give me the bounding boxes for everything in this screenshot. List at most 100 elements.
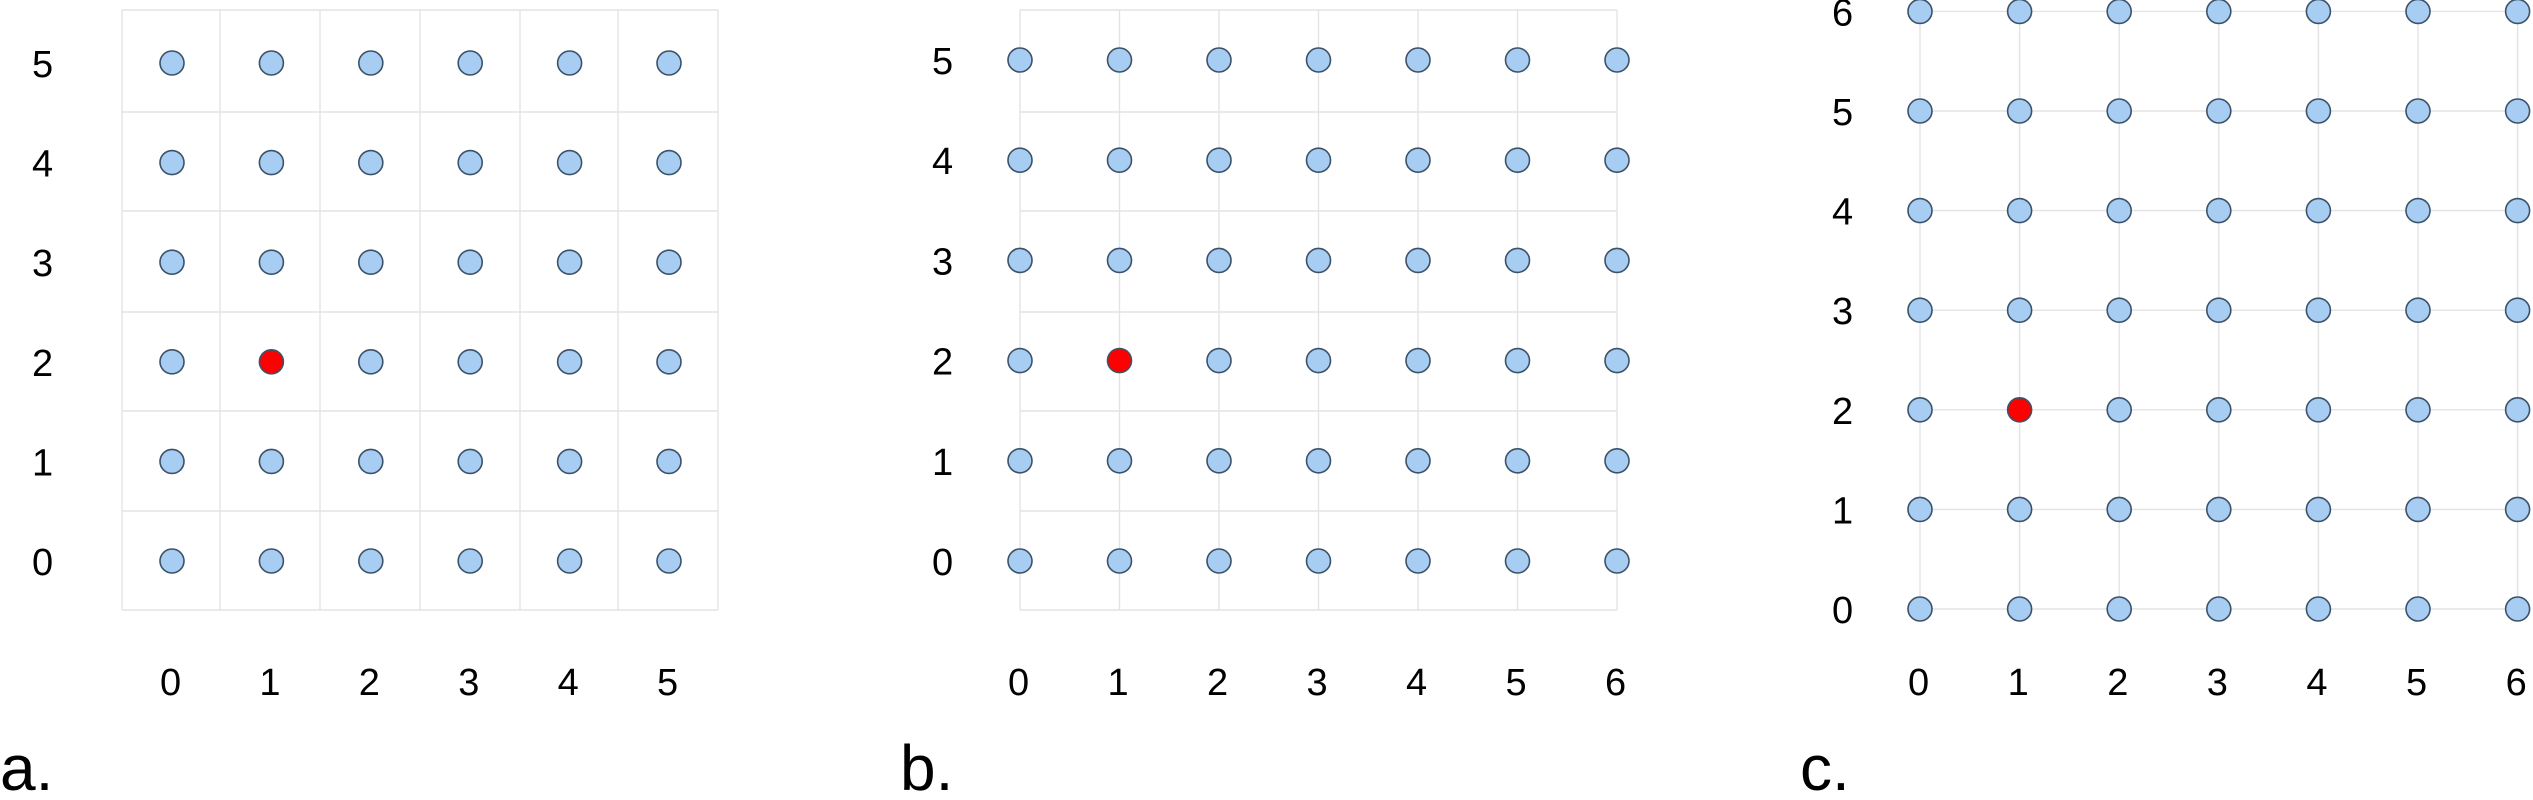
lattice-node (1007, 347, 1033, 374)
lattice-node (2106, 396, 2132, 423)
lattice-node (2405, 596, 2431, 622)
lattice-node (2106, 197, 2132, 224)
lattice-node (2006, 297, 2033, 324)
lattice-node (457, 149, 484, 176)
y-tick-label: 5 (932, 41, 953, 83)
lattice-node (357, 50, 384, 76)
lattice-node (357, 448, 384, 475)
lattice-node (656, 50, 682, 76)
highlighted-node (258, 348, 285, 375)
lattice-node (1504, 447, 1531, 474)
lattice-node (1405, 147, 1431, 173)
lattice-node (1007, 447, 1033, 474)
lattice-node (2305, 98, 2332, 124)
lattice-node (1305, 147, 1332, 173)
lattice-node (1907, 396, 1933, 423)
x-tick-label: 0 (1008, 662, 1029, 704)
lattice-node (1305, 347, 1332, 374)
lattice-node (656, 249, 682, 276)
lattice-node (2006, 496, 2033, 523)
lattice-node (1907, 496, 1933, 523)
lattice-node (1007, 247, 1033, 274)
lattice-node (2006, 0, 2033, 25)
lattice-node (159, 149, 185, 176)
lattice-node (258, 50, 285, 76)
lattice-node (1007, 548, 1033, 574)
y-tick-label: 6 (1832, 0, 1853, 34)
x-tick-label: 2 (359, 662, 380, 704)
lattice-node (2006, 197, 2033, 224)
lattice-node (1907, 0, 1933, 25)
lattice-node (2006, 596, 2033, 622)
lattice-node (2006, 98, 2033, 124)
lattice-node (1305, 247, 1332, 274)
lattice-node (1405, 548, 1431, 574)
lattice-node (1604, 47, 1630, 73)
lattice-node (457, 448, 484, 475)
lattice-node (2106, 98, 2132, 124)
lattice-node (1504, 47, 1531, 73)
lattice-node (1405, 447, 1431, 474)
y-tick-label: 4 (32, 144, 53, 186)
y-tick-label: 4 (1832, 192, 1853, 234)
x-tick-label: 5 (657, 662, 678, 704)
lattice-node (1106, 548, 1133, 574)
lattice-node (2405, 197, 2431, 224)
lattice-node (2305, 496, 2332, 523)
y-tick-label: 2 (32, 343, 53, 385)
lattice-node (1206, 447, 1232, 474)
lattice-node (457, 249, 484, 276)
lattice-node (2106, 297, 2132, 324)
lattice-node (1206, 247, 1232, 274)
lattice-node (1206, 47, 1232, 73)
lattice-node (258, 149, 285, 176)
lattice-node (1206, 147, 1232, 173)
lattice-node (1305, 47, 1332, 73)
lattice-node (1907, 197, 1933, 224)
lattice-node (1206, 548, 1232, 574)
y-tick-label: 2 (1832, 391, 1853, 433)
lattice-node (2106, 0, 2132, 25)
lattice-node (2504, 396, 2531, 423)
y-tick-label: 1 (932, 442, 953, 484)
lattice-node (1206, 347, 1232, 374)
lattice-node (2504, 197, 2531, 224)
x-tick-label: 3 (458, 662, 479, 704)
lattice-node (2504, 596, 2531, 622)
lattice-node (556, 548, 583, 574)
lattice-node (1504, 347, 1531, 374)
lattice-node (2405, 396, 2431, 423)
y-tick-label: 1 (1832, 490, 1853, 532)
lattice-node (556, 448, 583, 475)
x-tick-label: 2 (1207, 662, 1228, 704)
lattice-node (2305, 297, 2332, 324)
lattice-node (2504, 0, 2531, 25)
lattice-node (2206, 197, 2232, 224)
lattice-node (2106, 496, 2132, 523)
lattice-node (556, 249, 583, 276)
y-tick-label: 0 (932, 542, 953, 584)
lattice-node (457, 548, 484, 574)
lattice-node (656, 548, 682, 574)
lattice-node (1106, 47, 1133, 73)
y-tick-label: 3 (32, 243, 53, 285)
y-tick-label: 0 (32, 542, 53, 584)
lattice-node (556, 149, 583, 176)
lattice-node (1907, 297, 1933, 324)
lattice-node (357, 249, 384, 276)
lattice-node (2206, 596, 2232, 622)
x-tick-label: 5 (2406, 662, 2427, 704)
lattice-node (1405, 347, 1431, 374)
lattice-node (1405, 47, 1431, 73)
lattice-node (1604, 347, 1630, 374)
x-tick-label: 5 (1506, 662, 1527, 704)
lattice-node (1007, 147, 1033, 173)
x-tick-label: 6 (1605, 662, 1626, 704)
lattice-node (1907, 98, 1933, 124)
lattice-node (2206, 496, 2232, 523)
lattice-node (656, 348, 682, 375)
